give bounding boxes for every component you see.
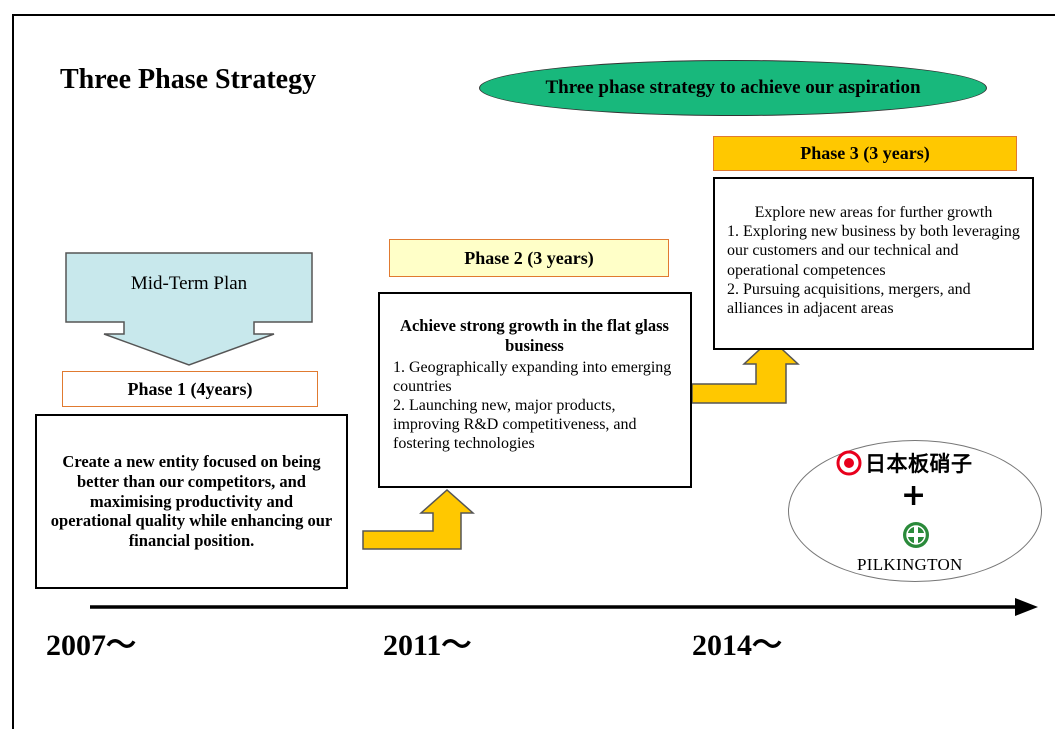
phase1-text: Create a new entity focused on being bet… [50,452,333,551]
phase2-item-1: 1. Geographically expanding into emergin… [393,358,672,395]
phase2-item-2: 2. Launching new, major products, improv… [393,396,637,453]
phase3-box: Explore new areas for further growth 1. … [713,177,1034,350]
logo-ellipse [788,440,1042,582]
nsg-mark-icon [836,450,862,476]
pilkington-name: PILKINGTON [857,555,963,574]
year-label-2007: 2007〜 [46,629,136,662]
year-label-2014: 2014〜 [692,629,782,662]
page-title: Three Phase Strategy [60,64,317,95]
plus-sign: + [901,478,927,513]
phase3-item-2: 2. Pursuing acquisitions, mergers, and a… [727,280,971,317]
phase2-heading: Achieve strong growth in the flat glass … [400,316,669,355]
phase2-label: Phase 2 (3 years) [389,239,669,277]
phase2-box: Achieve strong growth in the flat glass … [378,292,692,488]
year-label-2011: 2011〜 [383,629,472,662]
phase1-label: Phase 1 (4years) [62,371,318,407]
nsg-logo: 日本板硝子 [836,448,973,478]
phase1-box: Create a new entity focused on being bet… [35,414,348,589]
frame-left-border [12,14,14,729]
pilkington-mark-icon [903,522,929,548]
step-arrow-2-shape [691,337,800,404]
mid-term-plan-arrow [65,252,313,366]
phase3-label: Phase 3 (3 years) [713,136,1017,171]
aspiration-text: Three phase strategy to achieve our aspi… [545,77,921,98]
step-arrow-1-shape [362,488,475,550]
phase3-intro: Explore new areas for further growth [754,204,993,221]
phase3-item-1: 1. Exploring new business by both levera… [727,223,1020,279]
timeline-arrowhead [1015,598,1038,616]
nsg-name: 日本板硝子 [865,452,973,476]
mid-term-plan-label: Mid-Term Plan [130,273,248,294]
frame-top-border [12,14,1055,16]
aspiration-ellipse: Three phase strategy to achieve our aspi… [479,60,987,116]
